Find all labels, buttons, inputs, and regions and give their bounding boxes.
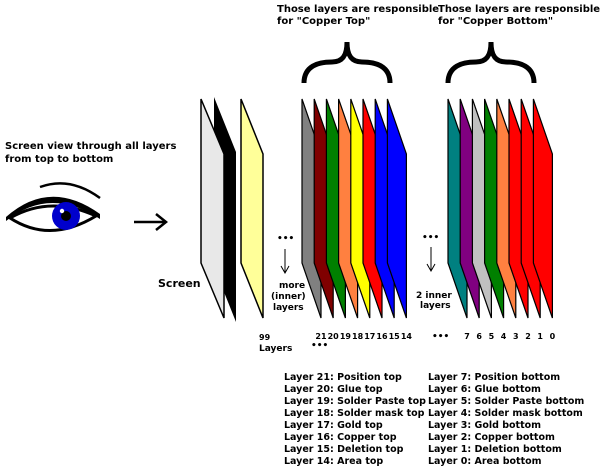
copper-bottom-note-line1: Those layers are responsible bbox=[438, 4, 600, 15]
down-arrow-icon bbox=[280, 249, 290, 275]
layer-99-word: Layers bbox=[259, 344, 293, 354]
top-layer-number: 21 bbox=[315, 332, 327, 341]
screen-panel bbox=[200, 97, 236, 322]
legend-item: Layer 4: Solder mask bottom bbox=[428, 408, 583, 419]
bottom-layer-number: 5 bbox=[488, 332, 495, 341]
top-layer-14-panel bbox=[386, 98, 407, 319]
legend-item: Layer 17: Gold top bbox=[284, 420, 383, 431]
legend-item: Layer 7: Position bottom bbox=[428, 372, 561, 383]
screen-label: Screen bbox=[158, 277, 201, 290]
legend-item: Layer 18: Solder mask top bbox=[284, 408, 425, 419]
bottom-layer-number: 0 bbox=[549, 332, 556, 341]
copper-bottom-brace bbox=[445, 41, 537, 84]
more-inner-line1: more bbox=[279, 281, 306, 291]
copper-top-brace bbox=[301, 41, 393, 84]
bottom-layer-number: 4 bbox=[500, 332, 507, 341]
legend-item: Layer 21: Position top bbox=[284, 372, 402, 383]
top-layer-number: 15 bbox=[388, 332, 400, 341]
more-inner-line3: layers bbox=[273, 303, 304, 313]
legend-item: Layer 6: Glue bottom bbox=[428, 384, 541, 395]
bottom-layer-number: 6 bbox=[476, 332, 482, 341]
eye-icon bbox=[6, 182, 101, 232]
top-layer-number: 16 bbox=[376, 332, 388, 341]
ellipsis-two-inner: ••• bbox=[422, 233, 440, 243]
layer-diagram: Screen view through all layers from top … bbox=[5, 4, 600, 468]
legend-item: Layer 14: Area top bbox=[284, 456, 384, 467]
top-layer-number: 14 bbox=[400, 332, 412, 341]
copper-top-note-line1: Those layers are responsible bbox=[277, 4, 440, 15]
legend-item: Layer 5: Solder Paste bottom bbox=[428, 396, 585, 407]
two-inner-line2: layers bbox=[420, 301, 451, 311]
diagram-canvas bbox=[6, 41, 554, 322]
screen-view-caption-line2: from top to bottom bbox=[5, 154, 114, 165]
top-layer-number: 17 bbox=[364, 332, 376, 341]
screen-view-caption-line1: Screen view through all layers bbox=[5, 141, 177, 152]
ellipsis-between-groups: ••• bbox=[432, 332, 450, 342]
ellipsis-after-99: ••• bbox=[311, 341, 329, 351]
legend-item: Layer 1: Deletion bottom bbox=[428, 444, 562, 455]
bottom-layer-0-panel bbox=[532, 98, 554, 319]
ellipsis-more-layers: ••• bbox=[277, 234, 295, 244]
top-layer-number: 18 bbox=[352, 332, 364, 341]
more-inner-line2: (inner) bbox=[271, 292, 306, 302]
two-inner-line1: 2 inner bbox=[416, 291, 452, 301]
legend-item: Layer 3: Gold bottom bbox=[428, 420, 542, 431]
bottom-layer-number: 1 bbox=[537, 332, 543, 341]
copper-top-note-line2: for "Copper Top" bbox=[277, 16, 371, 27]
legend-item: Layer 0: Area bottom bbox=[428, 456, 542, 467]
copper-bottom-note-line2: for "Copper Bottom" bbox=[438, 16, 554, 27]
legend-item: Layer 20: Glue top bbox=[284, 384, 383, 395]
top-layer-number: 20 bbox=[327, 332, 339, 341]
view-arrow-icon bbox=[134, 213, 169, 231]
legend-item: Layer 16: Copper top bbox=[284, 432, 397, 443]
layer-99-panel bbox=[240, 98, 264, 319]
legend-item: Layer 2: Copper bottom bbox=[428, 432, 555, 443]
legend-item: Layer 19: Solder Paste top bbox=[284, 396, 426, 407]
top-layer-number: 19 bbox=[339, 332, 351, 341]
layer-99-number: 99 bbox=[259, 333, 271, 342]
down-arrow-icon bbox=[426, 247, 436, 273]
legend-item: Layer 15: Deletion top bbox=[284, 444, 404, 455]
bottom-layer-number: 3 bbox=[513, 332, 519, 341]
bottom-layer-number: 7 bbox=[464, 332, 470, 341]
bottom-layer-number: 2 bbox=[525, 332, 531, 341]
